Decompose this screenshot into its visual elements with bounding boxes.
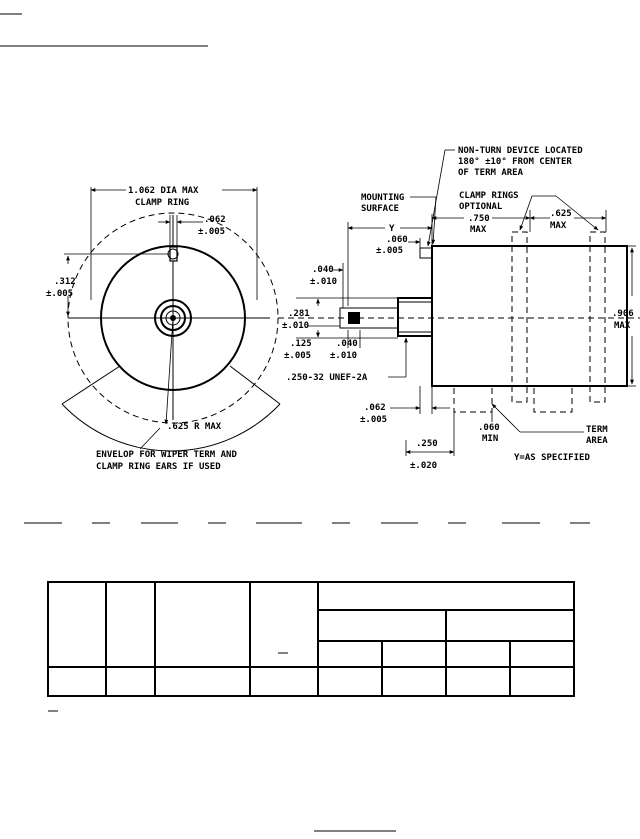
dim-625: .625 — [550, 209, 572, 219]
dim-060a-tol: ±.005 — [376, 246, 403, 256]
dim-062: .062 — [364, 403, 386, 413]
nonturn-note-2: 180° ±10° FROM CENTER — [458, 157, 572, 167]
dia-dim-label: 1.062 DIA MAX — [128, 186, 199, 196]
y-spec-note: Y=AS SPECIFIED — [514, 453, 590, 463]
y-dim: Y — [389, 224, 395, 234]
dim-040a: .040 — [312, 265, 334, 275]
envelope-note-1: ENVELOP FOR WIPER TERM AND — [96, 450, 237, 460]
dim-250: .250 — [416, 439, 438, 449]
nonturn-note-3: OF TERM AREA — [458, 168, 524, 178]
bushing — [397, 297, 433, 337]
dim-625-max: MAX — [550, 221, 567, 231]
radius-dim: .625 R MAX — [167, 422, 222, 432]
dim-040b-tol: ±.010 — [330, 351, 357, 361]
dim-125: .125 — [290, 339, 312, 349]
dim-281: .281 — [288, 309, 310, 319]
dim-060b: .060 — [478, 423, 500, 433]
dim-250-tol: ±.020 — [410, 461, 437, 471]
offset-dim: .312 — [54, 277, 76, 287]
non-turn-device — [419, 247, 433, 259]
envelope-note-2: CLAMP RING EARS IF USED — [96, 462, 221, 472]
mounting-label-1: MOUNTING — [361, 193, 404, 203]
spec-table — [47, 581, 575, 712]
dim-125-tol: ±.005 — [284, 351, 311, 361]
dim-750: .750 — [468, 214, 490, 224]
envelope-arc — [61, 403, 281, 452]
clamp-ring-label: CLAMP RING — [135, 198, 189, 208]
side-view: NON-TURN DEVICE LOCATED 180° ±10° FROM C… — [278, 146, 640, 471]
dim-906-max: MAX — [614, 321, 631, 331]
tab-width-dim: .062 — [204, 215, 226, 225]
dim-062-tol: ±.005 — [360, 415, 387, 425]
clamp-rings-label-1: CLAMP RINGS — [459, 191, 519, 201]
dim-040a-tol: ±.010 — [310, 277, 337, 287]
clamp-ring-2 — [589, 231, 606, 403]
terminal-2 — [533, 385, 573, 413]
dim-040b: .040 — [336, 339, 358, 349]
dim-281-tol: ±.010 — [282, 321, 309, 331]
clamp-ring-1 — [511, 231, 528, 403]
term-area-label-1: TERM — [586, 425, 608, 435]
clamp-rings-label-2: OPTIONAL — [459, 202, 503, 212]
thread-callout: .250-32 UNEF-2A — [286, 373, 368, 383]
offset-tol: ±.005 — [46, 289, 73, 299]
body-side — [431, 245, 628, 387]
nonturn-note-1: NON-TURN DEVICE LOCATED — [458, 146, 583, 156]
dim-906: .906 — [612, 309, 634, 319]
dim-750-max: MAX — [470, 225, 487, 235]
terminal-1 — [453, 385, 493, 413]
term-area-label-2: AREA — [586, 436, 608, 446]
mounting-label-2: SURFACE — [361, 204, 399, 214]
dim-060b-min: MIN — [482, 434, 498, 444]
tab-width-tol: ±.005 — [198, 227, 225, 237]
header-rules — [0, 13, 208, 47]
dim-060a: .060 — [386, 235, 408, 245]
front-view: 1.062 DIA MAX CLAMP RING .062 ±.005 .312… — [46, 186, 281, 472]
